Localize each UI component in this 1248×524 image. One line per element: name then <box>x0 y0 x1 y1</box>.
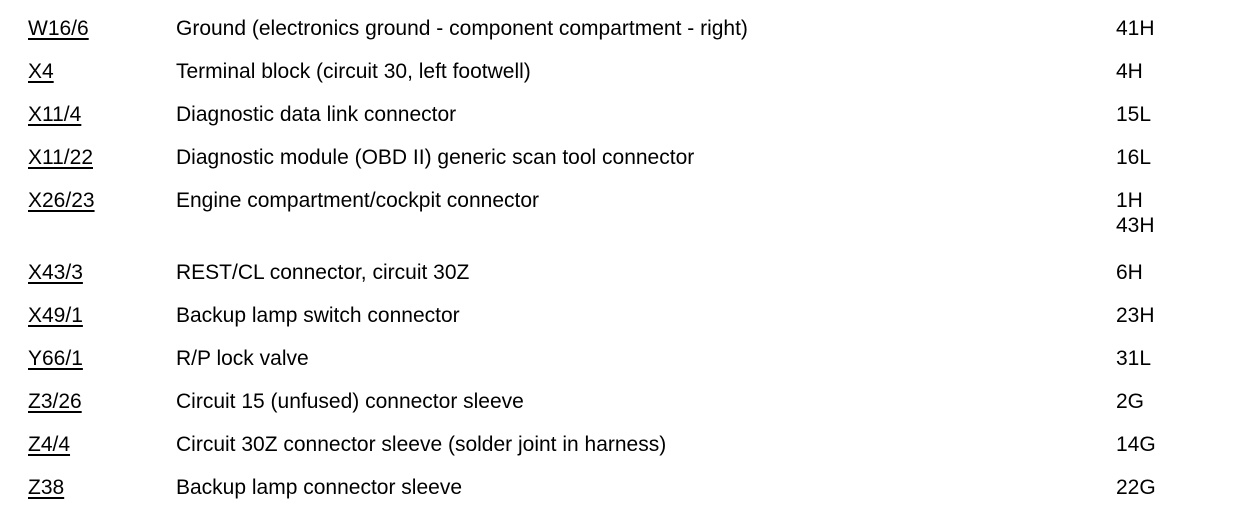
grid-reference-cell: 31L <box>1116 346 1248 371</box>
component-description: Circuit 30Z connector sleeve (solder joi… <box>176 433 667 456</box>
component-description: Terminal block (circuit 30, left footwel… <box>176 60 531 83</box>
legend-row: Z38 Backup lamp connector sleeve 22G <box>28 475 1248 500</box>
component-code: Y66/1 <box>28 347 83 370</box>
component-code: Z38 <box>28 476 65 499</box>
legend-row: Y66/1 R/P lock valve 31L <box>28 346 1248 371</box>
component-description: Ground (electronics ground - component c… <box>176 17 748 40</box>
component-description: Circuit 15 (unfused) connector sleeve <box>176 390 524 413</box>
grid-reference-cell: 14G <box>1116 432 1248 457</box>
legend-row: X11/4 Diagnostic data link connector 15L <box>28 102 1248 127</box>
component-description: Backup lamp connector sleeve <box>176 476 462 499</box>
component-code: Z3/26 <box>28 390 82 413</box>
component-description: Diagnostic data link connector <box>176 103 457 126</box>
grid-reference-cell: 15L <box>1116 102 1248 127</box>
component-description: REST/CL connector, circuit 30Z <box>176 261 470 284</box>
legend-row: Z4/4 Circuit 30Z connector sleeve (solder… <box>28 432 1248 457</box>
legend-row: X11/22 Diagnostic module (OBD II) generic… <box>28 145 1248 170</box>
legend-row: W16/6 Ground (electronics ground - compon… <box>28 16 1248 41</box>
component-code: X43/3 <box>28 261 83 284</box>
component-description: R/P lock valve <box>176 347 309 370</box>
component-code: X26/23 <box>28 189 95 212</box>
grid-reference: 4H <box>1116 60 1143 83</box>
component-description: Engine compartment/cockpit connector <box>176 189 540 212</box>
legend-row: X26/23 Engine compartment/cockpit connect… <box>28 188 1248 238</box>
component-description: Backup lamp switch connector <box>176 304 460 327</box>
grid-reference-cell: 22G <box>1116 475 1248 500</box>
grid-reference: 14G <box>1116 433 1156 456</box>
grid-reference: 6H <box>1116 261 1143 284</box>
grid-reference: 43H <box>1116 214 1155 237</box>
component-description: Diagnostic module (OBD II) generic scan … <box>176 146 695 169</box>
legend-row: X4 Terminal block (circuit 30, left footw… <box>28 59 1248 84</box>
grid-reference: 41H <box>1116 17 1155 40</box>
grid-reference-cell: 2G <box>1116 389 1248 414</box>
component-code: Z4/4 <box>28 433 71 456</box>
legend-row: X49/1 Backup lamp switch connector 23H <box>28 303 1248 328</box>
grid-reference: 23H <box>1116 304 1155 327</box>
grid-reference: 22G <box>1116 476 1156 499</box>
grid-reference-cell: 4H <box>1116 59 1248 84</box>
component-code: X11/4 <box>28 103 82 126</box>
grid-reference: 15L <box>1116 103 1152 126</box>
grid-reference: 31L <box>1116 347 1152 370</box>
legend-row: X43/3 REST/CL connector, circuit 30Z 6H <box>28 260 1248 285</box>
legend-row: Z3/26 Circuit 15 (unfused) connector slee… <box>28 389 1248 414</box>
component-code: X49/1 <box>28 304 83 327</box>
component-code: W16/6 <box>28 17 89 40</box>
grid-reference: 1H <box>1116 189 1143 212</box>
component-code: X11/22 <box>28 146 93 169</box>
grid-reference-cell: 41H <box>1116 16 1248 41</box>
grid-reference-cell: 16L <box>1116 145 1248 170</box>
grid-reference-cell: 6H <box>1116 260 1248 285</box>
grid-reference: 16L <box>1116 146 1152 169</box>
grid-reference-cell: 23H <box>1116 303 1248 328</box>
component-code: X4 <box>28 60 54 83</box>
grid-reference: 2G <box>1116 390 1145 413</box>
component-legend-table: W16/6 Ground (electronics ground - compon… <box>28 16 1248 500</box>
